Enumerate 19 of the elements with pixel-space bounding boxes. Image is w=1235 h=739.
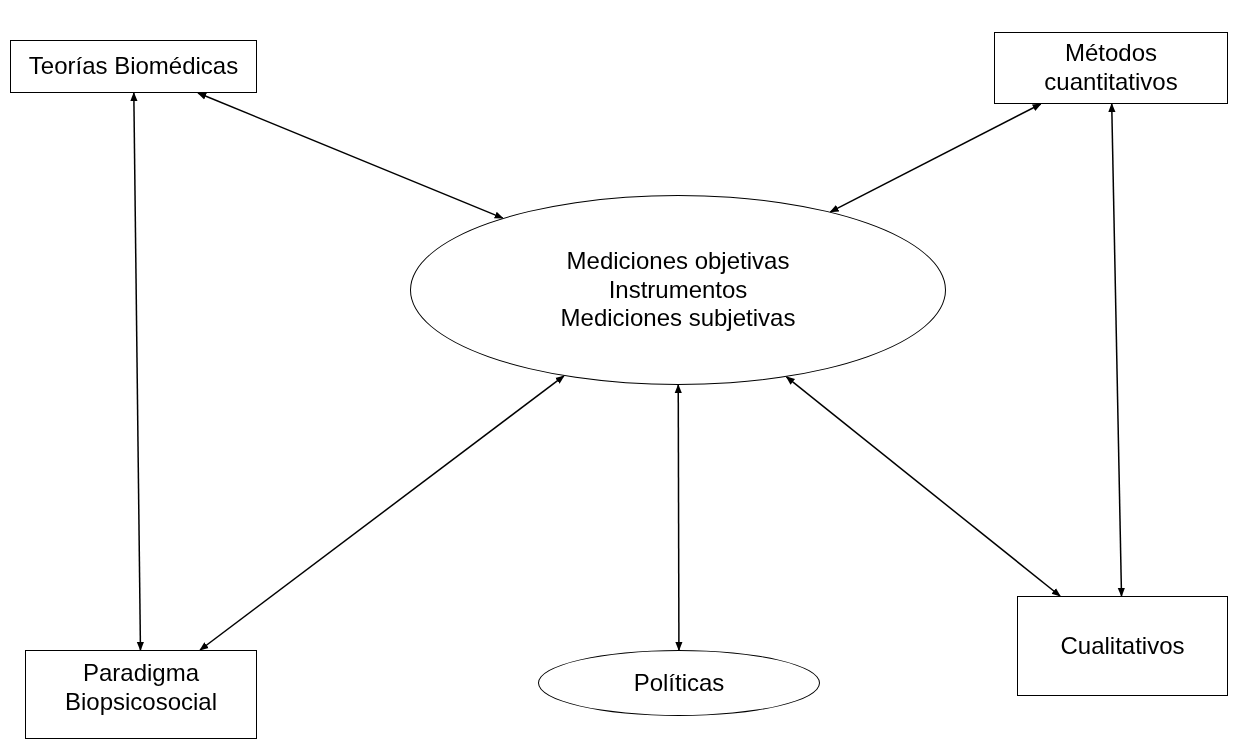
double-arrow bbox=[197, 92, 504, 219]
node-text: Instrumentos bbox=[608, 275, 748, 305]
concept-box bbox=[1017, 596, 1228, 696]
node-text: Cualitativos bbox=[1060, 631, 1185, 661]
concept-box bbox=[994, 32, 1228, 104]
node-text: Métodos cuantitativos bbox=[1043, 39, 1179, 97]
double-arrow bbox=[1108, 103, 1125, 597]
concept-box bbox=[10, 40, 257, 93]
node-text: Paradigma Biopsicosocial bbox=[63, 659, 219, 717]
double-arrow bbox=[199, 375, 565, 651]
node-text: Teorías Biomédicas bbox=[28, 52, 239, 81]
node-text: Mediciones objetivas bbox=[566, 246, 790, 276]
concept-box bbox=[25, 650, 257, 739]
double-arrow bbox=[674, 384, 683, 651]
double-arrow bbox=[130, 92, 144, 651]
node-text: Mediciones subjetivas bbox=[560, 304, 796, 334]
node-text: Políticas bbox=[633, 668, 725, 698]
double-arrow bbox=[829, 103, 1042, 213]
double-arrow bbox=[785, 376, 1061, 597]
